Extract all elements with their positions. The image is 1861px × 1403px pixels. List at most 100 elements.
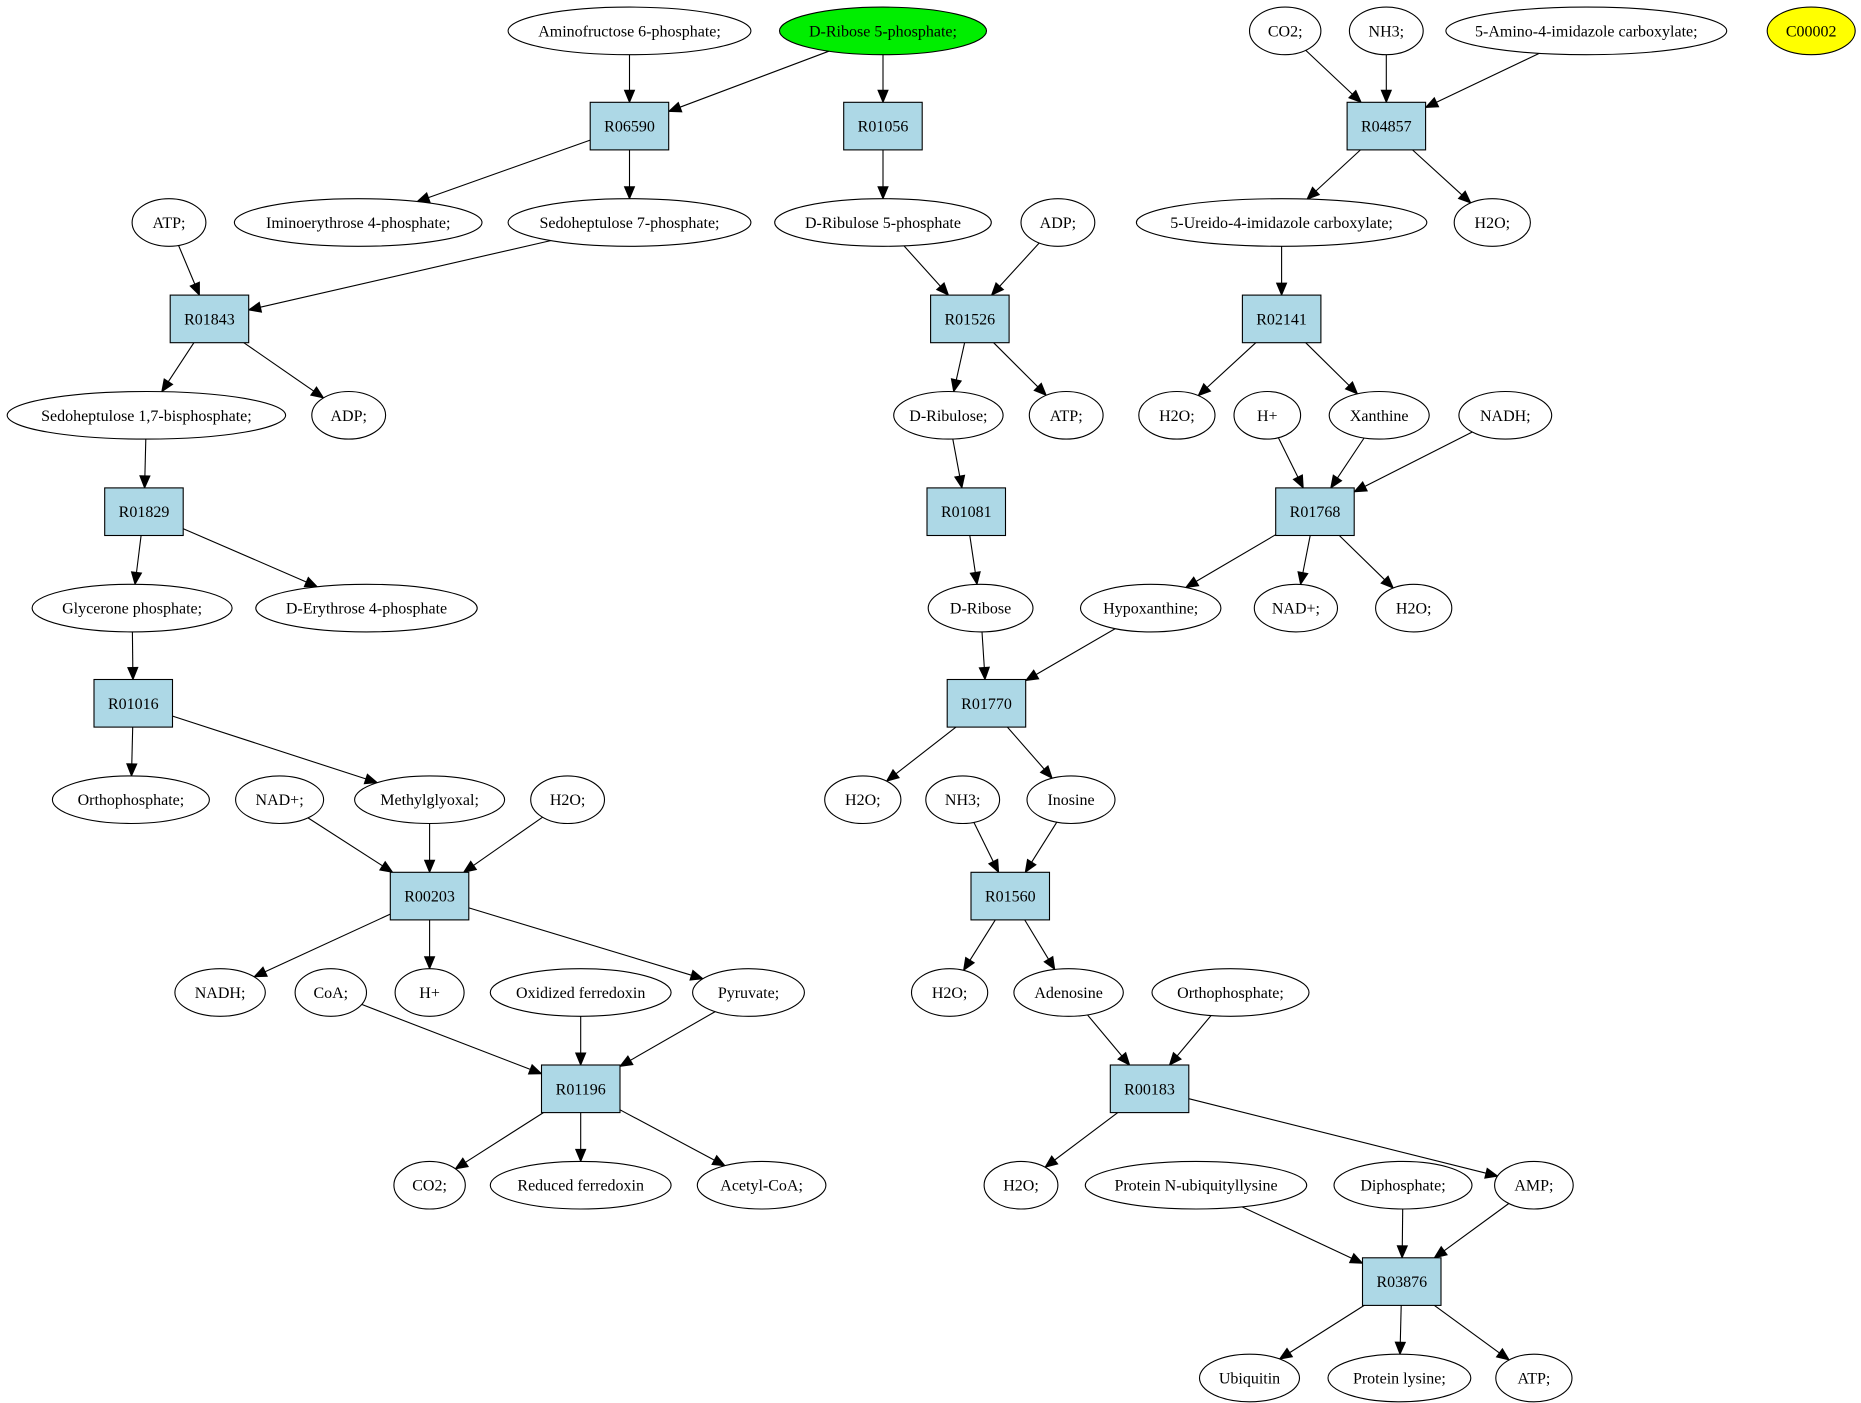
metabolite-node-coa[interactable]: CoA; <box>294 968 368 1017</box>
reaction-node-R01829[interactable]: R01829 <box>104 487 184 537</box>
arrowhead-icon <box>1275 282 1288 297</box>
metabolite-node-nadh_a[interactable]: NADH; <box>1458 390 1553 440</box>
metabolite-ellipse <box>393 1160 466 1210</box>
metabolite-node-dribulose[interactable]: D-Ribulose; <box>893 390 1004 440</box>
metabolite-node-hplus_b[interactable]: H+ <box>394 968 465 1017</box>
reaction-box <box>389 871 470 921</box>
metabolite-node-iminoery[interactable]: Iminoerythrose 4-phosphate; <box>233 198 483 247</box>
metabolite-node-nh3_a[interactable]: NH3; <box>1348 6 1424 56</box>
metabolite-node-aminofructose[interactable]: Aminofructose 6-phosphate; <box>507 6 752 56</box>
metabolite-node-amp[interactable]: AMP; <box>1494 1160 1574 1210</box>
reaction-box <box>946 678 1027 728</box>
edge-line <box>135 535 142 573</box>
metabolite-node-aica[interactable]: 5-Amino-4-imidazole carboxylate; <box>1445 6 1728 56</box>
reaction-node-R00203[interactable]: R00203 <box>389 871 470 921</box>
edge-line <box>1031 821 1058 863</box>
metabolite-node-adenosine[interactable]: Adenosine <box>1013 968 1124 1017</box>
reaction-node-R01526[interactable]: R01526 <box>930 294 1010 344</box>
edge-R01843-to-sedo17bp <box>161 342 195 393</box>
node-label: NADH; <box>195 985 246 1002</box>
metabolite-node-inosine[interactable]: Inosine <box>1026 775 1116 825</box>
metabolite-node-dribulose5p[interactable]: D-Ribulose 5-phosphate <box>774 198 992 247</box>
reaction-node-R01770[interactable]: R01770 <box>946 678 1027 728</box>
metabolite-node-methylglyoxal[interactable]: Methylglyoxal; <box>354 775 506 825</box>
metabolite-node-h2o_d[interactable]: H2O; <box>530 775 606 825</box>
metabolite-node-ubiquitin[interactable]: Ubiquitin <box>1198 1353 1301 1403</box>
metabolite-node-h2o_c[interactable]: H2O; <box>1375 583 1453 633</box>
edge-R01829-to-derythrose <box>183 528 319 588</box>
metabolite-node-ureido[interactable]: 5-Ureido-4-imidazole carboxylate; <box>1135 198 1428 247</box>
metabolite-node-ortho_a[interactable]: Orthophosphate; <box>51 775 210 825</box>
metabolite-node-dribose5p[interactable]: D-Ribose 5-phosphate; <box>778 6 988 56</box>
metabolite-node-hplus_a[interactable]: H+ <box>1233 390 1302 440</box>
metabolite-ellipse <box>530 775 606 825</box>
arrowhead-icon <box>253 966 268 978</box>
node-label: Oxidized ferredoxin <box>516 985 645 1002</box>
reaction-node-R04857[interactable]: R04857 <box>1346 101 1427 151</box>
reaction-box <box>926 487 1007 537</box>
reaction-node-R00183[interactable]: R00183 <box>1109 1064 1190 1114</box>
metabolite-node-atp_c[interactable]: ATP; <box>1495 1353 1573 1403</box>
reaction-node-R01560[interactable]: R01560 <box>970 871 1051 921</box>
metabolite-node-derythrose[interactable]: D-Erythrose 4-phosphate <box>255 583 478 633</box>
node-label: 5-Amino-4-imidazole carboxylate; <box>1475 23 1698 40</box>
edge-R04857-to-ureido <box>1306 149 1361 200</box>
metabolite-node-co2_b[interactable]: CO2; <box>393 1160 466 1210</box>
metabolite-node-atp_b[interactable]: ATP; <box>1028 390 1104 440</box>
edge-line <box>981 631 985 668</box>
edge-line <box>131 727 134 764</box>
reaction-node-R01768[interactable]: R01768 <box>1275 487 1355 537</box>
metabolite-node-sedo17bp[interactable]: Sedoheptulose 1,7-bisphosphate; <box>6 390 287 440</box>
metabolite-node-protnub[interactable]: Protein N-ubiquityllysine <box>1084 1160 1308 1210</box>
edge-line <box>952 438 961 477</box>
metabolite-node-nh3_b[interactable]: NH3; <box>925 775 1001 825</box>
metabolite-node-nadp_b[interactable]: NAD+; <box>235 775 325 825</box>
metabolite-node-adp_b[interactable]: ADP; <box>311 390 387 440</box>
metabolite-node-oxferr[interactable]: Oxidized ferredoxin <box>489 968 672 1017</box>
metabolite-node-h2o_a[interactable]: H2O; <box>1453 198 1531 247</box>
metabolite-ellipse <box>1138 390 1216 440</box>
metabolite-node-dribose[interactable]: D-Ribose <box>927 583 1034 633</box>
arrowhead-icon <box>1457 190 1472 204</box>
metabolite-ellipse <box>31 583 233 633</box>
reaction-node-R01196[interactable]: R01196 <box>540 1064 621 1114</box>
metabolite-node-redferr[interactable]: Reduced ferredoxin <box>489 1160 672 1210</box>
arrowhead-icon <box>1394 1341 1407 1356</box>
arrowhead-icon <box>1117 1051 1131 1066</box>
metabolite-node-atp_a[interactable]: ATP; <box>131 198 207 247</box>
reaction-node-R01081[interactable]: R01081 <box>926 487 1007 537</box>
node-label: R01016 <box>108 696 159 713</box>
metabolite-node-nadp_a[interactable]: NAD+; <box>1253 583 1339 633</box>
metabolite-node-h2o_f[interactable]: H2O; <box>910 968 989 1017</box>
metabolite-node-co2_a[interactable]: CO2; <box>1248 6 1322 56</box>
edge-R01056-to-dribulose5p <box>877 149 889 200</box>
metabolite-node-h2o_b[interactable]: H2O; <box>1138 390 1216 440</box>
metabolite-node-hypoxanthine[interactable]: Hypoxanthine; <box>1079 583 1222 633</box>
arrowhead-icon <box>423 956 436 971</box>
metabolite-node-diphosphate[interactable]: Diphosphate; <box>1333 1160 1473 1210</box>
metabolite-node-c00002[interactable]: C00002 <box>1766 6 1856 56</box>
edge-R01768-to-h2o_c <box>1338 535 1395 589</box>
metabolite-node-adp_a[interactable]: ADP; <box>1020 198 1096 247</box>
node-label: H+ <box>1257 408 1278 425</box>
node-label: Adenosine <box>1034 985 1102 1002</box>
reaction-node-R03876[interactable]: R03876 <box>1361 1257 1442 1306</box>
metabolite-ellipse <box>925 775 1001 825</box>
metabolite-node-protlys[interactable]: Protein lysine; <box>1327 1353 1472 1403</box>
metabolite-node-nadh_b[interactable]: NADH; <box>174 968 266 1017</box>
edge-line <box>969 535 976 573</box>
metabolite-node-h2o_e[interactable]: H2O; <box>824 775 902 825</box>
reaction-node-R06590[interactable]: R06590 <box>589 101 670 151</box>
metabolite-node-pyruvate[interactable]: Pyruvate; <box>692 968 805 1017</box>
metabolite-node-ortho_b[interactable]: Orthophosphate; <box>1151 968 1310 1017</box>
metabolite-node-sedo7p[interactable]: Sedoheptulose 7-phosphate; <box>507 198 752 247</box>
reaction-node-R01056[interactable]: R01056 <box>843 101 923 151</box>
metabolite-node-acetylcoa[interactable]: Acetyl-CoA; <box>696 1160 827 1210</box>
reaction-node-R02141[interactable]: R02141 <box>1241 294 1322 344</box>
metabolite-node-h2o_g[interactable]: H2O; <box>983 1160 1059 1210</box>
reaction-node-R01016[interactable]: R01016 <box>93 678 174 728</box>
metabolite-node-glycerone[interactable]: Glycerone phosphate; <box>31 583 233 633</box>
metabolite-node-xanthine[interactable]: Xanthine <box>1328 390 1430 440</box>
node-label: Acetyl-CoA; <box>720 1178 803 1195</box>
reaction-node-R01843[interactable]: R01843 <box>169 294 250 344</box>
